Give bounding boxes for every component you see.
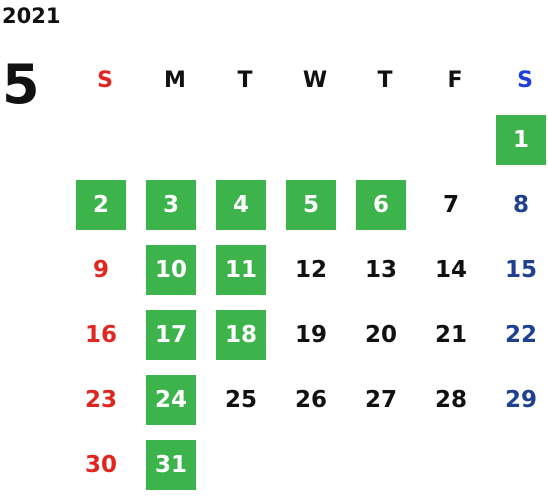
day-cell: 15 — [490, 236, 548, 301]
week-row: 1 — [70, 106, 548, 171]
day-number: 23 — [84, 387, 117, 413]
day-cell: 30 — [70, 431, 140, 496]
weekday-sunday: S — [97, 68, 113, 93]
weekday-tuesday: T — [237, 68, 253, 93]
day-cell: 13 — [350, 236, 420, 301]
day-number: 28 — [434, 387, 467, 413]
day-cell: 4 — [210, 171, 280, 236]
day-cell: 26 — [280, 366, 350, 431]
holiday-day-number: 10 — [146, 245, 196, 295]
day-number: 21 — [434, 322, 467, 348]
holiday-day-number: 17 — [146, 310, 196, 360]
day-number: 12 — [294, 257, 327, 283]
year-label: 2021 — [2, 4, 61, 28]
day-number: 22 — [504, 322, 537, 348]
weekday-friday: F — [447, 68, 463, 93]
day-cell: 5 — [280, 171, 350, 236]
weekday-thursday: T — [377, 68, 393, 93]
day-cell — [420, 431, 490, 496]
weekday-header-row: S M T W T F S — [70, 56, 548, 106]
day-cell: 9 — [70, 236, 140, 301]
day-cell — [490, 431, 548, 496]
day-cell: 31 — [140, 431, 210, 496]
day-cell — [420, 106, 490, 171]
day-cell — [140, 106, 210, 171]
day-cell: 14 — [420, 236, 490, 301]
day-cell: 19 — [280, 301, 350, 366]
weekday-wednesday: W — [302, 68, 328, 93]
day-cell: 23 — [70, 366, 140, 431]
holiday-day-number: 11 — [216, 245, 266, 295]
holiday-day-number: 18 — [216, 310, 266, 360]
day-cell — [210, 431, 280, 496]
day-number: 27 — [364, 387, 397, 413]
month-number: 5 — [2, 53, 40, 116]
weekday-saturday: S — [517, 68, 533, 93]
day-cell — [350, 106, 420, 171]
day-cell: 11 — [210, 236, 280, 301]
holiday-day-number: 6 — [356, 180, 406, 230]
holiday-day-number: 1 — [496, 115, 546, 165]
day-number: 9 — [92, 257, 109, 283]
day-cell: 24 — [140, 366, 210, 431]
holiday-day-number: 4 — [216, 180, 266, 230]
day-number: 15 — [504, 257, 537, 283]
day-cell: 29 — [490, 366, 548, 431]
week-row: 9 10 11 12 13 14 15 — [70, 236, 548, 301]
day-number: 30 — [84, 452, 117, 478]
day-cell: 7 — [420, 171, 490, 236]
day-cell — [350, 431, 420, 496]
day-cell: 20 — [350, 301, 420, 366]
day-cell: 3 — [140, 171, 210, 236]
day-cell: 2 — [70, 171, 140, 236]
day-number: 13 — [364, 257, 397, 283]
day-cell: 18 — [210, 301, 280, 366]
day-cell — [70, 106, 140, 171]
day-number: 20 — [364, 322, 397, 348]
holiday-day-number: 3 — [146, 180, 196, 230]
day-number: 7 — [442, 192, 459, 218]
day-number: 8 — [512, 192, 529, 218]
day-number: 25 — [224, 387, 257, 413]
day-number: 29 — [504, 387, 537, 413]
day-cell: 21 — [420, 301, 490, 366]
day-cell — [210, 106, 280, 171]
day-cell: 28 — [420, 366, 490, 431]
day-cell: 17 — [140, 301, 210, 366]
holiday-day-number: 5 — [286, 180, 336, 230]
day-cell: 16 — [70, 301, 140, 366]
holiday-day-number: 24 — [146, 375, 196, 425]
day-cell: 25 — [210, 366, 280, 431]
day-cell: 1 — [490, 106, 548, 171]
week-row: 30 31 — [70, 431, 548, 496]
holiday-day-number: 31 — [146, 440, 196, 490]
day-number: 26 — [294, 387, 327, 413]
week-row: 23 24 25 26 27 28 29 — [70, 366, 548, 431]
day-number: 14 — [434, 257, 467, 283]
day-number: 16 — [84, 322, 117, 348]
day-cell: 8 — [490, 171, 548, 236]
holiday-day-number: 2 — [76, 180, 126, 230]
day-cell: 27 — [350, 366, 420, 431]
day-number: 19 — [294, 322, 327, 348]
week-row: 16 17 18 19 20 21 22 — [70, 301, 548, 366]
day-cell: 10 — [140, 236, 210, 301]
day-cell: 12 — [280, 236, 350, 301]
day-cell — [280, 106, 350, 171]
weekday-monday: M — [164, 68, 186, 93]
day-cell — [280, 431, 350, 496]
day-cell: 6 — [350, 171, 420, 236]
day-cell: 22 — [490, 301, 548, 366]
